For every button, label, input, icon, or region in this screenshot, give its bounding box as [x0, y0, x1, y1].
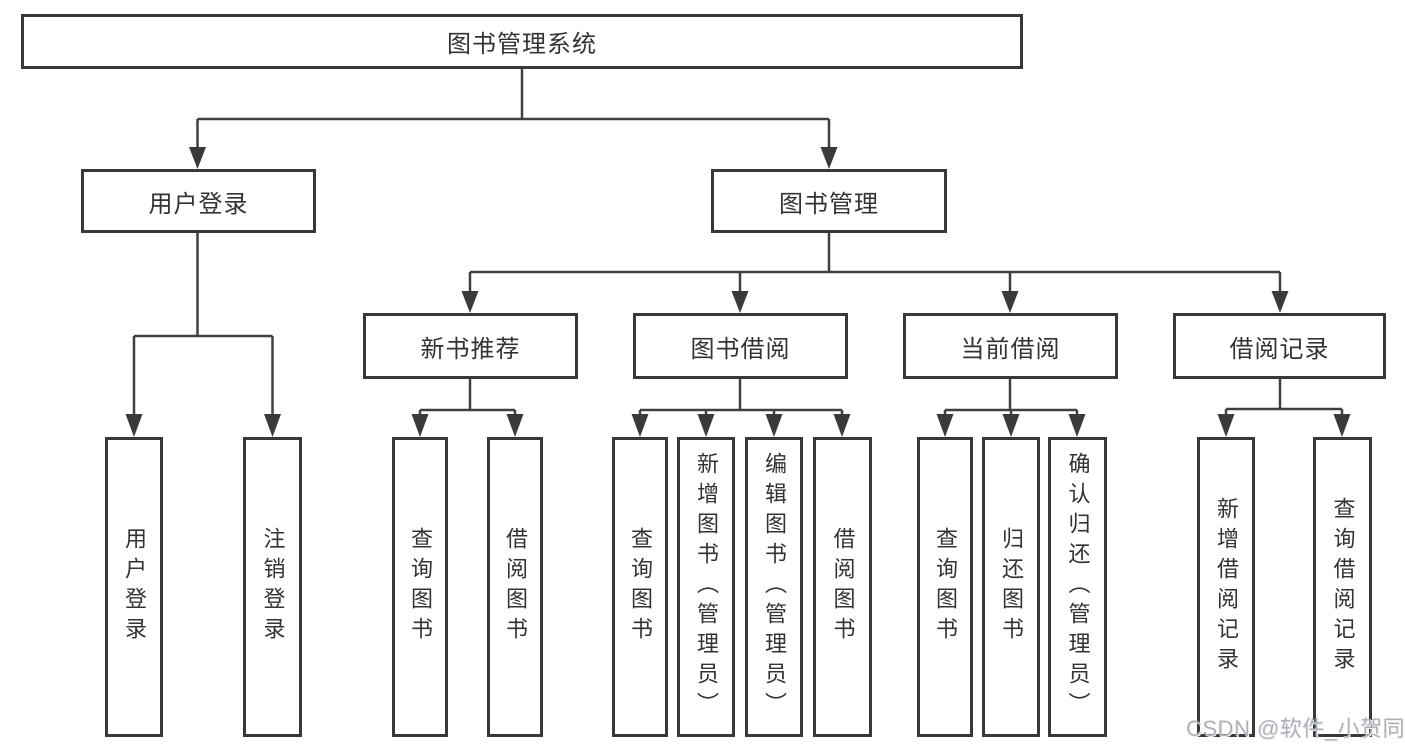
node-current-borrowing: 当前借阅 — [903, 313, 1118, 379]
leaf-query-books-recommend: 查询图书 — [392, 437, 448, 737]
leaf-add-books-admin: 新增图书（管理员） — [677, 437, 735, 737]
leaf-query-books-borrow: 查询图书 — [612, 437, 668, 737]
leaf-confirm-return-admin: 确认归还（管理员） — [1048, 437, 1107, 737]
leaf-borrow-books: 借阅图书 — [813, 437, 872, 737]
node-user-login: 用户登录 — [81, 169, 316, 233]
node-new-book-recommendation: 新书推荐 — [363, 313, 578, 379]
node-book-management: 图书管理 — [711, 169, 947, 233]
leaf-query-books-current: 查询图书 — [917, 437, 973, 737]
node-book-borrowing: 图书借阅 — [633, 313, 848, 379]
leaf-logout: 注销登录 — [243, 437, 302, 737]
leaf-add-borrow-record: 新增借阅记录 — [1197, 437, 1255, 737]
node-borrowing-records: 借阅记录 — [1173, 313, 1386, 379]
csdn-watermark: CSDN @软件_小贺同学 — [1186, 716, 1405, 741]
leaf-return-books: 归还图书 — [982, 437, 1040, 737]
leaf-query-borrow-record: 查询借阅记录 — [1313, 437, 1372, 737]
leaf-edit-books-admin: 编辑图书（管理员） — [745, 437, 803, 737]
root-node-library-system: 图书管理系统 — [21, 14, 1023, 69]
leaf-user-login: 用户登录 — [105, 437, 163, 737]
leaf-borrow-books-recommend: 借阅图书 — [487, 437, 543, 737]
